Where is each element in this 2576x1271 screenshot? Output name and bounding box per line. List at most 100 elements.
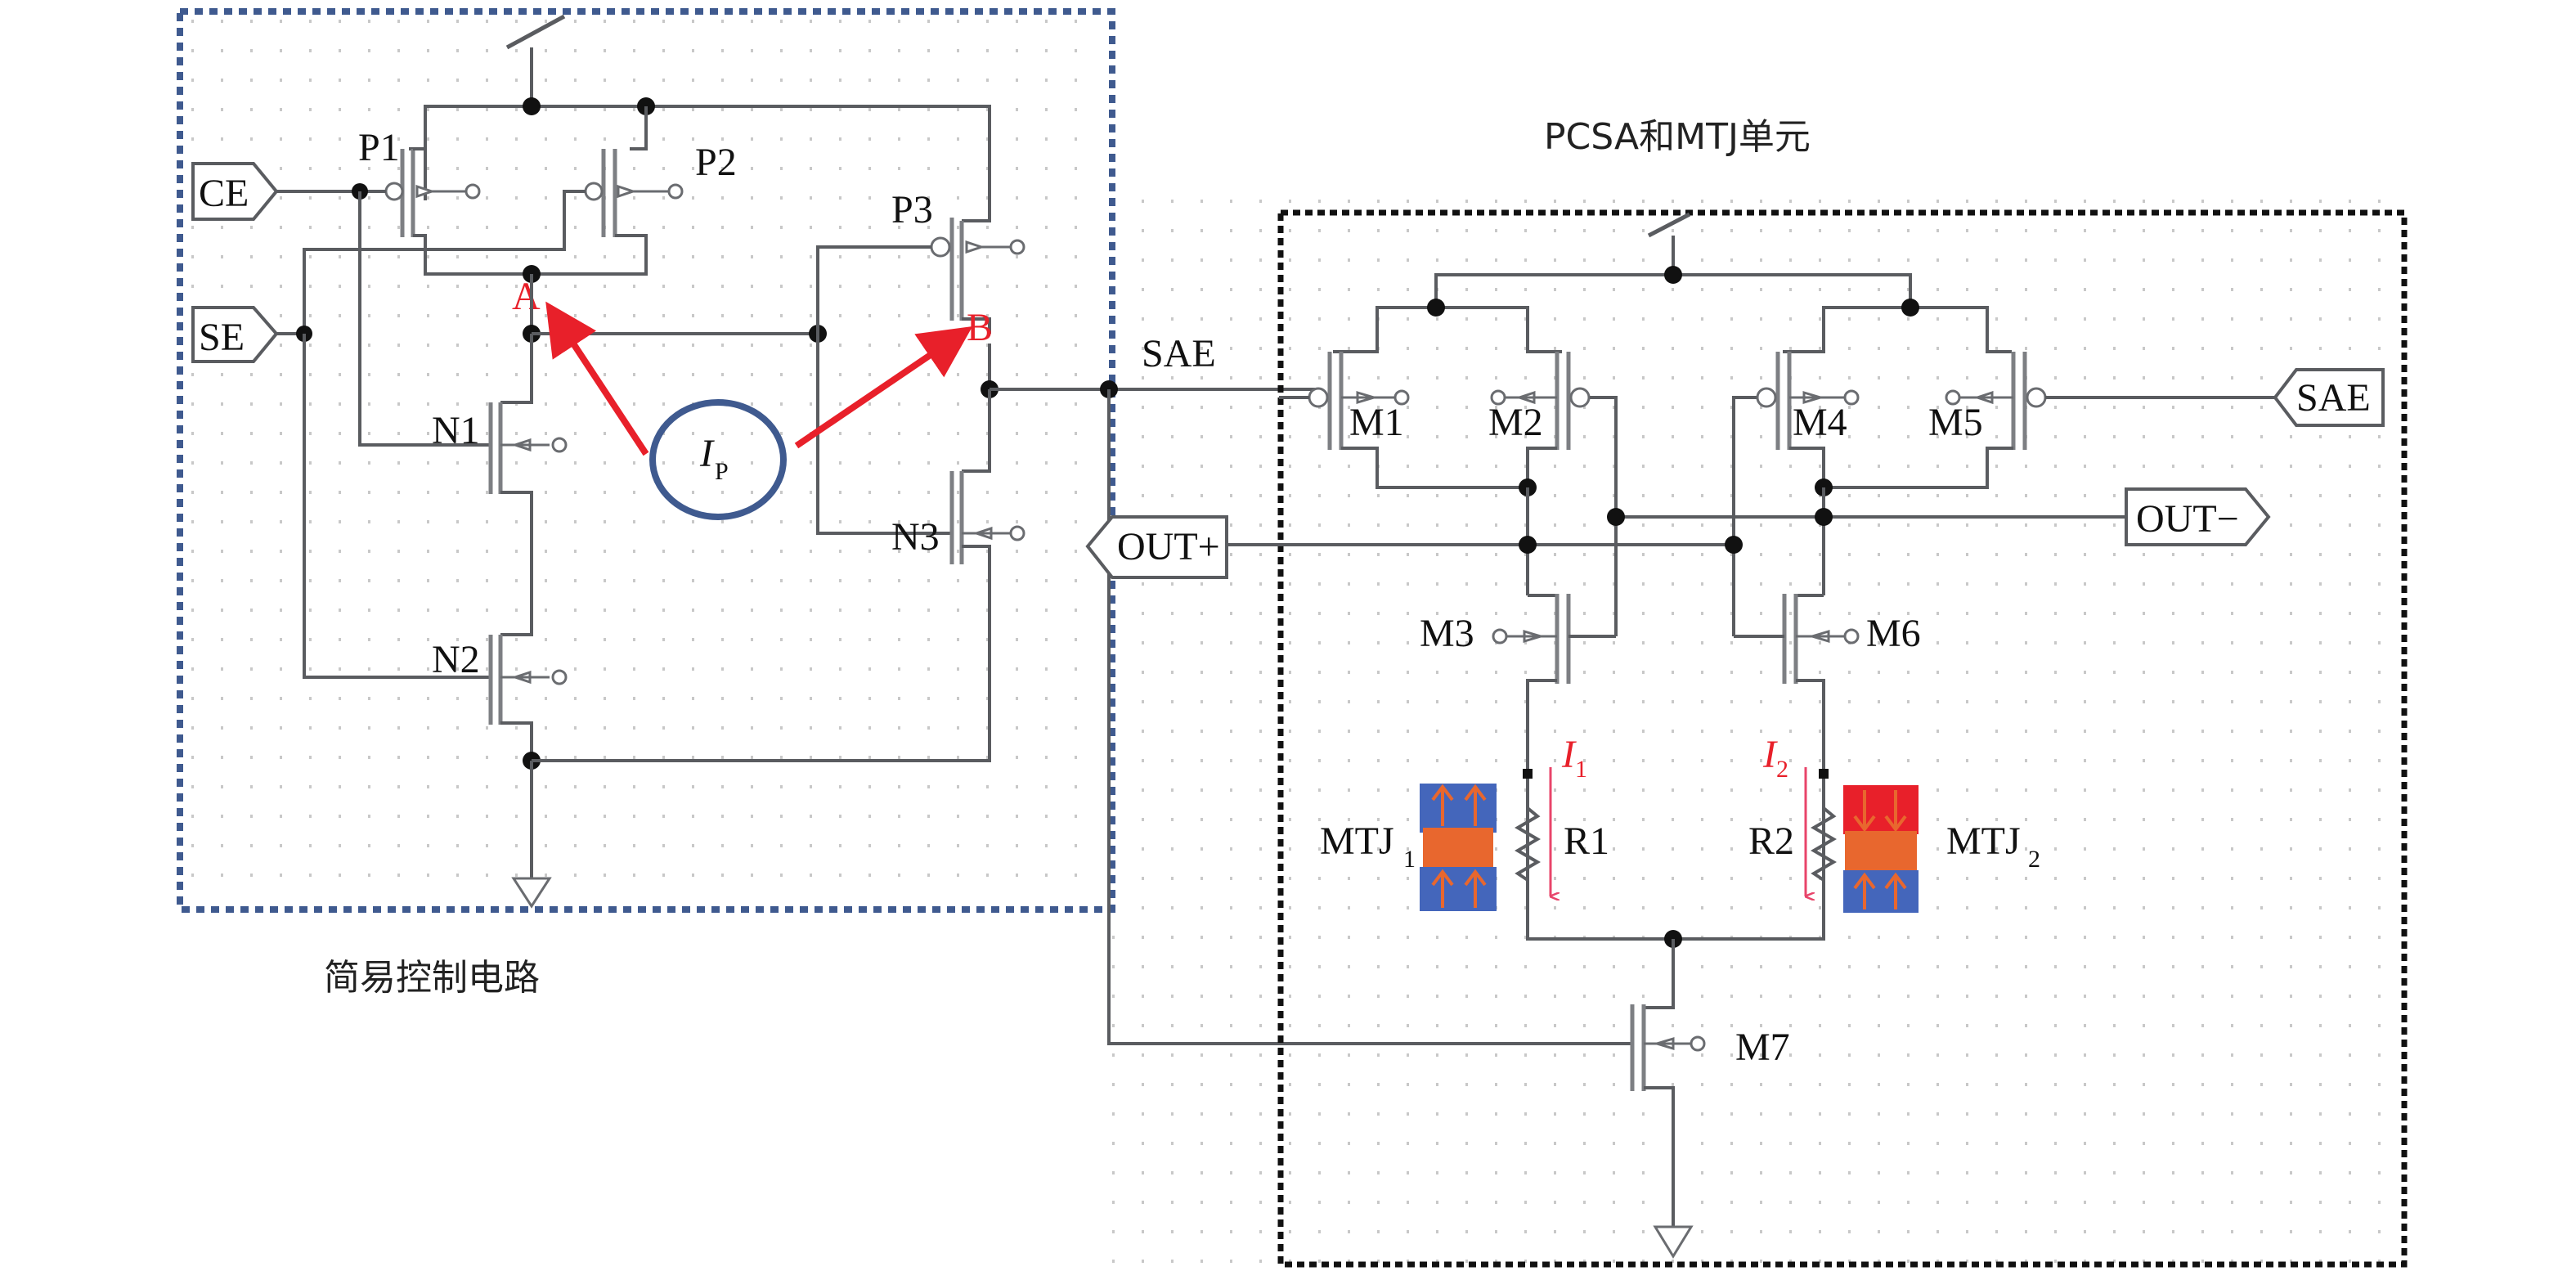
grid-dot (574, 491, 577, 494)
grid-dot (1230, 1083, 1232, 1086)
grid-dot (1230, 1024, 1232, 1027)
grid-dot (957, 579, 959, 582)
grid-dot (515, 226, 518, 229)
grid-dot (1642, 553, 1645, 556)
grid-dot (810, 461, 812, 465)
grid-dot (1760, 818, 1762, 821)
grid-dot (2172, 641, 2174, 644)
grid-dot (633, 196, 635, 200)
grid-dot (1583, 317, 1586, 321)
grid-dot (1045, 344, 1048, 347)
grid-dot (1075, 108, 1077, 111)
grid-dot (2290, 906, 2292, 909)
grid-dot (1760, 376, 1762, 380)
grid-dot (1701, 730, 1703, 733)
grid-dot (1642, 288, 1645, 291)
grid-dot (1436, 1142, 1438, 1145)
grid-dot (368, 285, 370, 288)
grid-dot (1789, 1230, 1792, 1233)
grid-dot (1642, 1260, 1645, 1263)
grid-dot (1878, 1053, 1880, 1057)
grid-dot (986, 461, 989, 465)
grid-dot (692, 344, 694, 347)
grid-dot (1730, 406, 1733, 409)
grid-dot (456, 373, 459, 376)
grid-dot (1142, 465, 1144, 468)
grid-dot (868, 638, 871, 641)
grid-dot (1171, 406, 1174, 409)
grid-dot (2084, 877, 2086, 880)
grid-dot (1465, 523, 1468, 527)
grid-dot (1819, 1230, 1821, 1233)
grid-dot (1407, 612, 1409, 615)
grid-dot (1554, 1112, 1556, 1116)
grid-dot (2143, 847, 2145, 851)
grid-dot (986, 491, 989, 494)
grid-dot (1016, 196, 1018, 200)
grid-dot (1259, 612, 1262, 615)
grid-dot (1554, 1171, 1556, 1174)
grid-dot (2025, 906, 2027, 909)
grid-dot (751, 609, 753, 612)
grid-dot (1995, 818, 1998, 821)
grid-dot (1045, 108, 1048, 111)
grid-dot (2319, 1083, 2322, 1086)
grid-dot (2084, 465, 2086, 468)
grid-dot (1171, 1201, 1174, 1204)
grid-dot (2084, 936, 2086, 939)
grid-dot (2143, 730, 2145, 733)
grid-dot (1289, 1201, 1291, 1204)
grid-dot (1377, 1142, 1380, 1145)
grid-dot (1045, 314, 1048, 317)
grid-dot (574, 609, 577, 612)
grid-dot (397, 108, 400, 111)
grid-dot (545, 20, 547, 23)
grid-dot (2201, 406, 2204, 409)
arrow-ip-to-b (794, 326, 973, 449)
grid-dot (1966, 818, 1968, 821)
grid-dot (2025, 347, 2027, 350)
grid-dot (2231, 641, 2233, 644)
grid-dot (1045, 196, 1048, 200)
grid-dot (309, 167, 312, 170)
grid-dot (309, 756, 312, 759)
grid-dot (1495, 200, 1497, 203)
grid-dot (1907, 1260, 1910, 1263)
grid-dot (191, 108, 194, 111)
grid-dot (1465, 936, 1468, 939)
grid-dot (1259, 1112, 1262, 1116)
grid-dot (1878, 523, 1880, 527)
grid-dot (810, 756, 812, 759)
grid-dot (1642, 435, 1645, 438)
grid-dot (2201, 1230, 2204, 1233)
grid-dot (1642, 1142, 1645, 1145)
grid-dot (1318, 965, 1321, 968)
grid-dot (486, 697, 488, 700)
grid-dot (2290, 995, 2292, 998)
grid-dot (1348, 641, 1350, 644)
grid-dot (1407, 494, 1409, 497)
grid-dot (2113, 818, 2116, 821)
grid-dot (1672, 1260, 1674, 1263)
transistor-p1: P1 (358, 106, 532, 276)
grid-dot (456, 491, 459, 494)
grid-dot (2084, 523, 2086, 527)
grid-dot (397, 609, 400, 612)
grid-dot (927, 609, 930, 612)
ip-symbol: I (699, 432, 715, 475)
grid-dot (1289, 494, 1291, 497)
grid-dot (545, 402, 547, 406)
grid-dot (1200, 612, 1203, 615)
grid-dot (368, 844, 370, 847)
grid-dot (1465, 1053, 1468, 1057)
grid-dot (1907, 376, 1910, 380)
grid-dot (1348, 1053, 1350, 1057)
grid-dot (1966, 965, 1968, 968)
grid-dot (692, 461, 694, 465)
grid-dot (1465, 671, 1468, 674)
grid-dot (2349, 965, 2351, 968)
grid-dot (2231, 406, 2233, 409)
grid-dot (250, 226, 253, 229)
grid-dot (427, 874, 429, 877)
grid-dot (2113, 847, 2116, 851)
